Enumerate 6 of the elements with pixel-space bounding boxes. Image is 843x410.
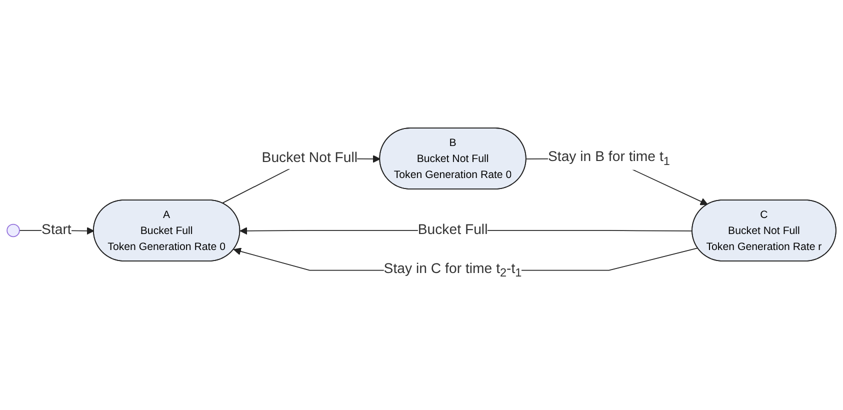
edge-label: Stay in C for time t$_{2}$-t$_{1}$ (384, 261, 522, 280)
edge-label: Stay in B for time t$_{1}$ (548, 150, 670, 168)
node-circle (6, 224, 20, 238)
edge-label: Bucket Full (418, 222, 488, 238)
edge-label: Start (42, 222, 72, 238)
edge-label: Bucket Not Full (262, 150, 358, 166)
